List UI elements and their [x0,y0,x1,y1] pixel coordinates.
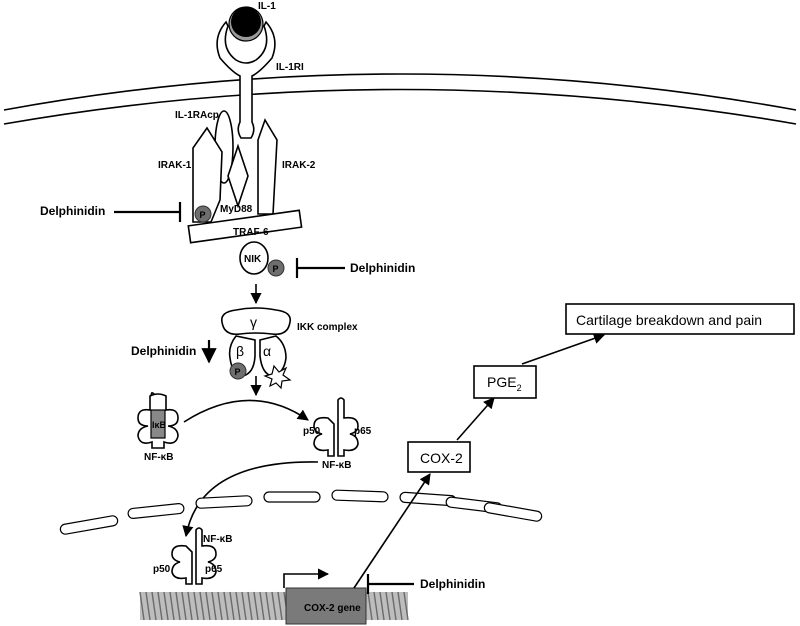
nik-phospho-label: P [273,264,279,274]
irak2-protein [257,118,278,215]
nfkb-label-left: NF-κB [144,452,173,463]
ikb-label: IκB [152,420,167,430]
pge2-label: PGE2 [487,374,522,393]
irak1-phospho-label: P [200,210,206,220]
gamma-label: γ [250,314,257,330]
myd88-label: MyD88 [220,204,253,215]
cell-membrane-inner [3,88,797,125]
nik-protein [239,241,269,275]
pge2-box [473,365,537,399]
alpha-label: α [263,343,271,359]
delphinidin-label-gene: Delphinidin [420,577,485,591]
irak1-phospho [194,205,212,223]
ikk-complex [220,307,292,390]
traf6-label: TRAF-6 [233,227,269,238]
cell-membrane-outer [3,73,797,111]
ikk-phospho [229,362,247,380]
ikk-complex-label: IKK complex [297,322,358,333]
nuclear-membrane [59,489,543,535]
il1racp-label: IL-1RAcp [175,110,219,121]
il1-label: IL-1 [258,1,276,12]
cox2-gene-label: COX-2 gene [304,603,361,614]
beta-label: β [236,343,244,359]
nfkb-label-nucleus: NF-κB [203,534,232,545]
nik-phospho [267,259,285,277]
outcome-label: Cartilage breakdown and pain [576,312,762,328]
dna-strand [139,591,409,621]
transcription-start-arrow [283,568,330,588]
p50-label-cytoplasm: p50 [303,426,321,437]
p65-label-cytoplasm: p65 [354,426,372,437]
myd88-protein [227,143,249,209]
il1ri-receptor [216,20,276,139]
arrow-cox2-pge2 [456,397,495,441]
traf6-protein [187,209,303,244]
il1-ligand [228,6,264,42]
delphinidin-label-irak1: Delphinidin [40,204,105,218]
cox2-gene-box [285,587,367,625]
nik-label: NIK [244,254,262,265]
cox2-box [407,441,471,473]
irak1-label: IRAK-1 [158,160,192,171]
ikk-phospho-label: P [235,367,241,377]
arrow-gene-cox2 [353,473,431,589]
arrow-release-nfkb [183,399,309,423]
cox2-label: COX-2 [420,450,463,466]
delphinidin-label-nik: Delphinidin [350,261,415,275]
irak2-label: IRAK-2 [282,160,316,171]
p50-label-nucleus: p50 [153,564,171,575]
nfkb-nucleus [171,527,217,585]
arrow-pge2-outcome [521,333,606,365]
p65-label-nucleus: p65 [205,564,223,575]
nfkb-free-cytoplasm [313,397,359,457]
il1ri-label: IL-1RI [276,62,304,73]
delphinidin-label-ikk: Delphinidin [131,344,196,358]
nfkb-label-cytoplasm: NF-κB [322,460,351,471]
nfkb-ikb-complex [137,392,179,449]
arrow-nuclear-translocation [182,461,319,538]
outcome-box [565,303,795,335]
